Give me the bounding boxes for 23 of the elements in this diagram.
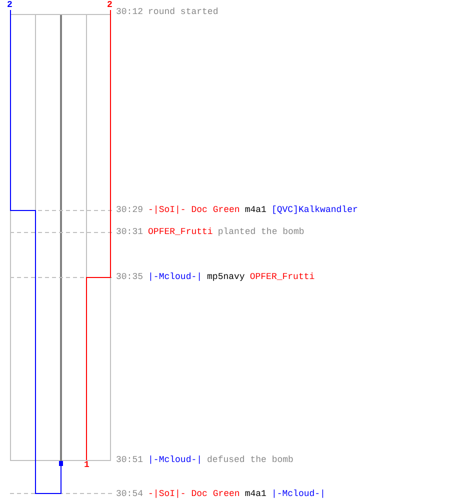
player-name: |-Mcloud-| [271,489,326,499]
weapon-name: mp5navy [207,272,245,282]
event-text: defused the bomb [207,455,294,465]
timestamp: 30:51 [116,455,144,465]
event-text: planted the bomb [218,227,304,237]
timestamp: 30:54 [116,489,144,499]
player-count: 2 [7,0,12,10]
player-name: |-Mcloud-| [148,455,202,465]
player-name: -|SoI|- Doc Green [148,205,240,215]
timestamp: 30:31 [116,227,144,237]
weapon-name: m4a1 [244,205,266,215]
player-name: OPFER_Frutti [148,227,213,237]
player-name: OPFER_Frutti [250,272,315,282]
timestamp: 30:29 [116,205,144,215]
player-name: -|SoI|- Doc Green [148,489,240,499]
player-name: [QVC]Kalkwandler [271,205,358,215]
weapon-name: m4a1 [244,489,266,499]
player-count: 2 [107,0,112,10]
player-count: 1 [84,460,90,470]
event-text: round started [148,7,218,17]
timestamp: 30:12 [116,7,144,17]
timestamp: 30:35 [116,272,144,282]
player-name: |-Mcloud-| [148,272,202,282]
